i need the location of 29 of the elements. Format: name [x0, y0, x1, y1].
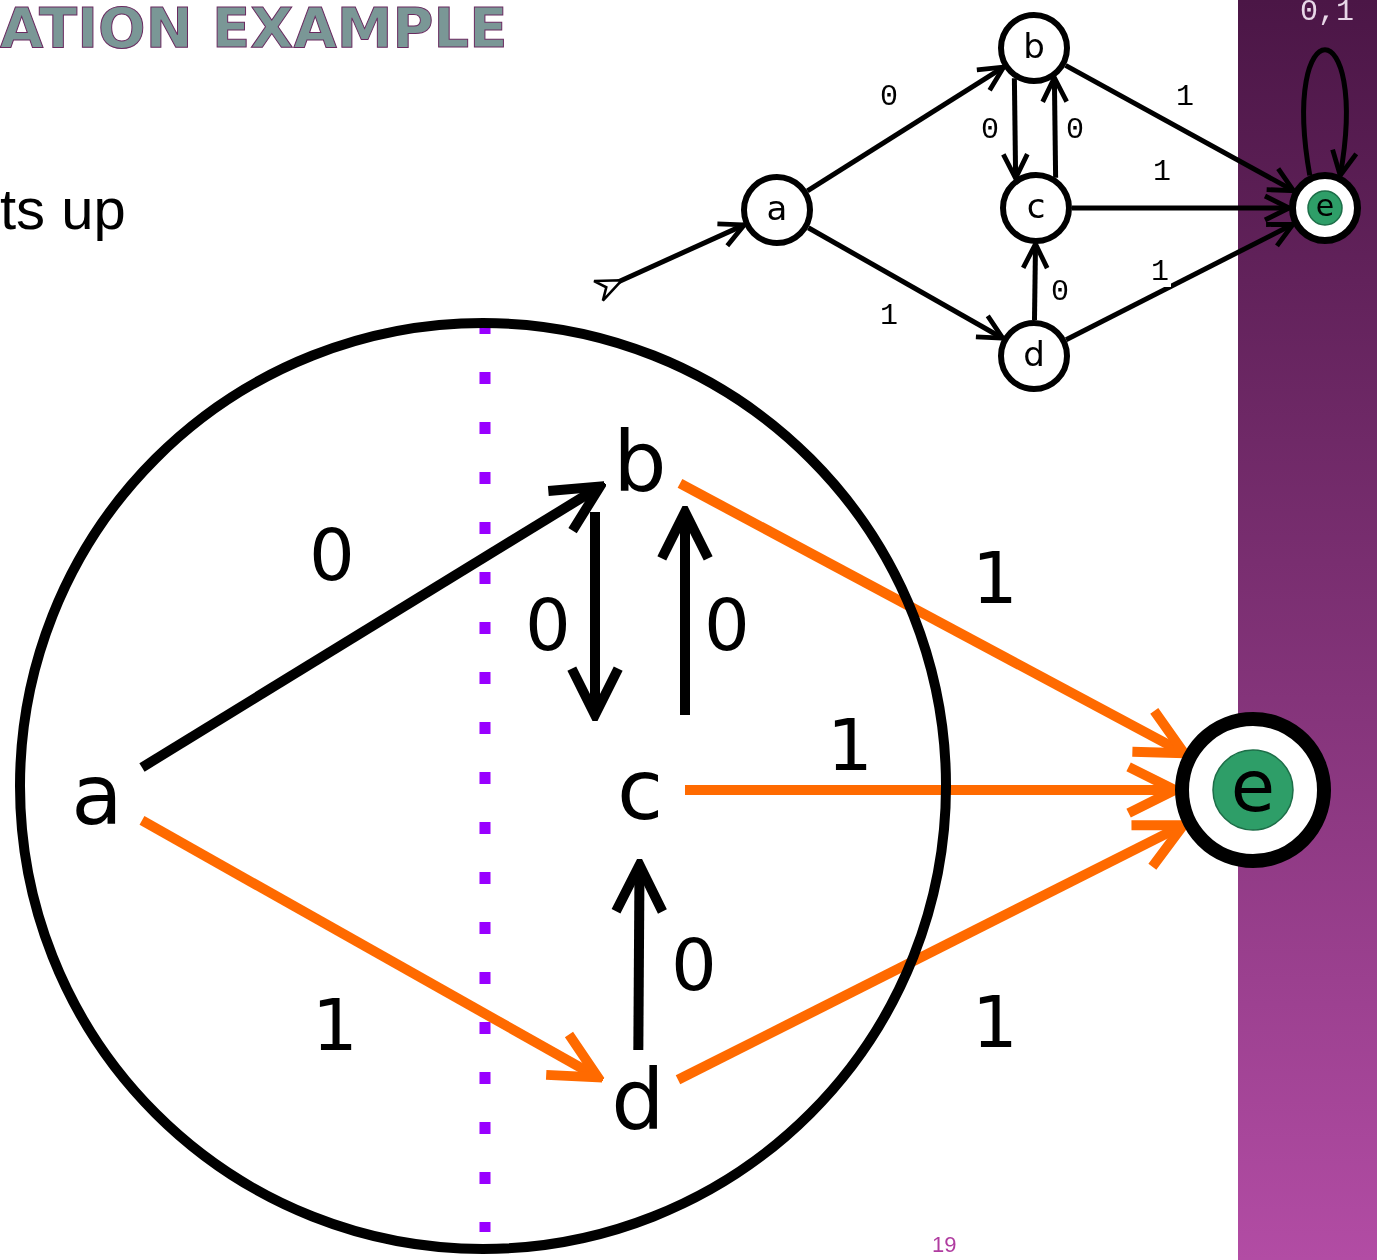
transition-arrow	[1020, 241, 1050, 321]
transition-arrow	[1064, 221, 1296, 342]
transition-arrow	[1040, 75, 1070, 178]
state-name: b	[600, 412, 680, 512]
transition-arrow	[677, 479, 1190, 759]
transition-arrow	[139, 481, 605, 772]
state-name: c	[1026, 188, 1046, 223]
transition-arrow	[675, 820, 1189, 1085]
transition-arrow	[806, 64, 1006, 193]
transition-arrow	[1000, 78, 1030, 181]
transition-arrow	[592, 221, 747, 302]
state-name: d	[598, 1050, 678, 1150]
slide-title: ATION EXAMPLE	[0, 0, 508, 56]
transition-arrow	[139, 816, 603, 1083]
transition-arrow	[1301, 48, 1358, 178]
state-name: a	[52, 745, 142, 845]
transition-arrow	[656, 507, 714, 715]
state-name: b	[1023, 28, 1045, 63]
state-name: c	[595, 715, 685, 865]
page-number: 19	[932, 1234, 957, 1256]
transition-arrow	[1064, 63, 1296, 194]
state-name: a	[766, 190, 788, 225]
state-name: e	[1315, 191, 1335, 222]
transition-arrow	[807, 225, 1006, 341]
state-name: e	[1230, 749, 1276, 822]
state-name: d	[1023, 336, 1045, 371]
transition-arrow	[611, 860, 668, 1051]
edge-label: 0,1	[1299, 0, 1355, 27]
transition-arrow	[566, 512, 624, 720]
